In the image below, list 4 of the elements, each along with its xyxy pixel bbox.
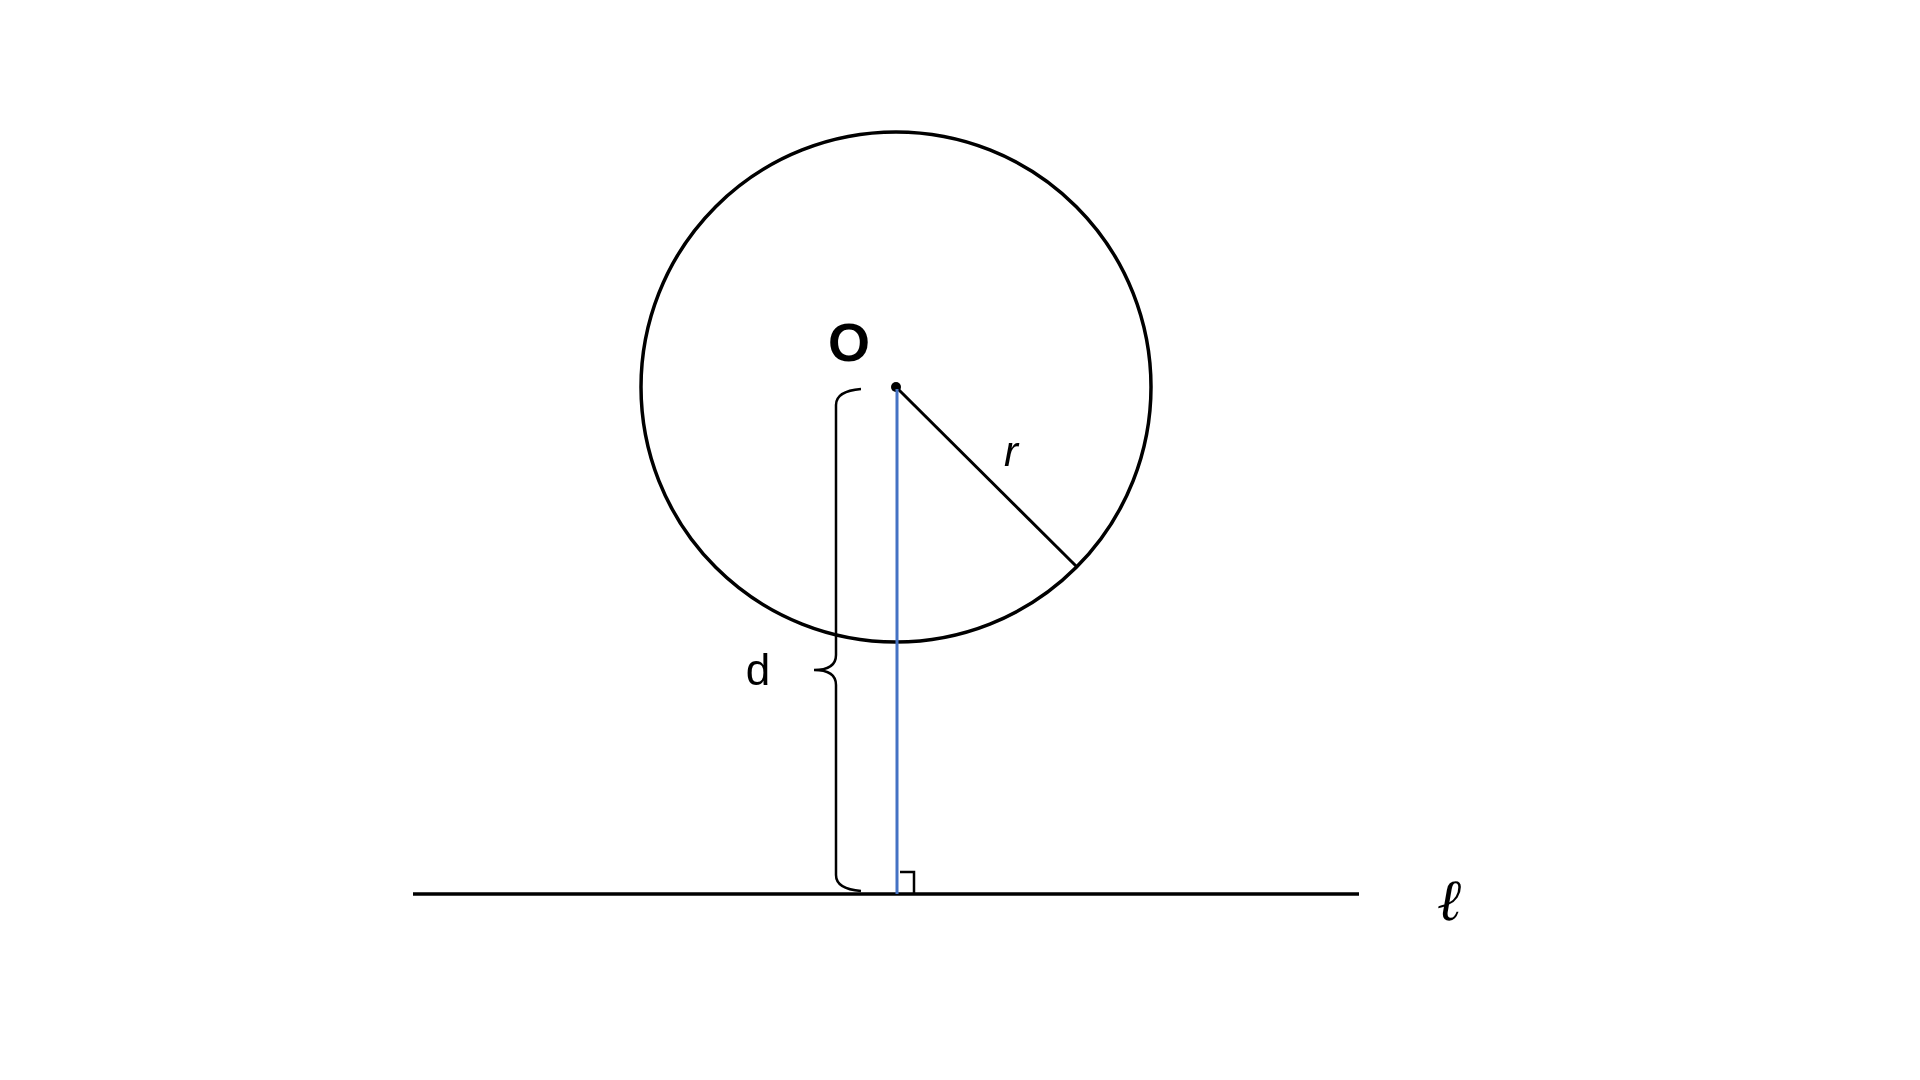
radius-label: r xyxy=(1004,431,1018,473)
distance-label: d xyxy=(745,648,771,692)
line-label: ℓ xyxy=(1436,871,1462,929)
center-label: O xyxy=(828,315,870,369)
